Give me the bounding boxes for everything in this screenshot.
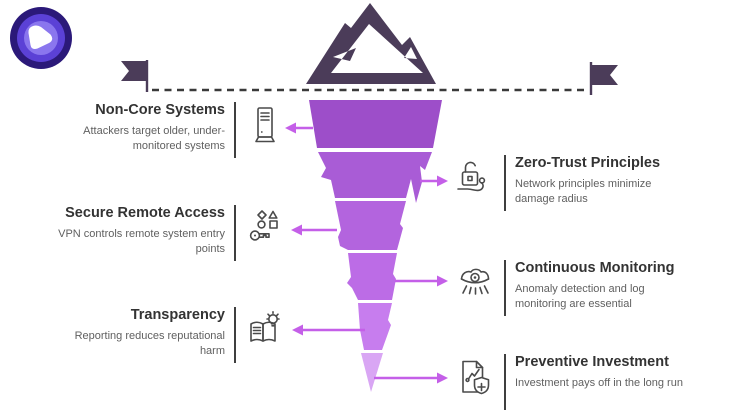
logo-core-shape: [28, 25, 53, 50]
funnel: [309, 100, 442, 392]
funnel-segment-4: [347, 253, 397, 300]
book-bulb-icon: [245, 310, 285, 348]
item-non-core-systems: Non-Core Systems Attackers target older,…: [55, 102, 285, 158]
divider: [234, 102, 236, 158]
item-text: Preventive Investment Investment pays of…: [515, 354, 715, 391]
item-description: Reporting reduces reputational harm: [74, 330, 225, 358]
connector-arrows: [285, 122, 448, 384]
item-text: Zero-Trust Principles Network principles…: [515, 155, 675, 207]
funnel-segment-6: [361, 353, 383, 392]
investment-shield-icon: [455, 357, 495, 397]
lock-network-icon: [455, 158, 495, 196]
arrow-right-3: [374, 372, 448, 384]
item-text: Transparency Reporting reduces reputatio…: [55, 307, 225, 359]
arrow-left-2: [291, 224, 337, 236]
item-title: Secure Remote Access: [65, 205, 225, 221]
item-description: Investment pays off in the long run: [515, 377, 683, 390]
item-title: Transparency: [130, 307, 225, 323]
item-description: Anomaly detection and log monitoring are…: [515, 283, 645, 311]
item-continuous-monitoring: Continuous Monitoring Anomaly detection …: [455, 260, 675, 316]
item-text: Continuous Monitoring Anomaly detection …: [515, 260, 675, 312]
item-description: Attackers target older, under-monitored …: [83, 125, 225, 153]
funnel-segment-3: [335, 201, 406, 250]
item-transparency: Transparency Reporting reduces reputatio…: [55, 307, 285, 363]
brand-logo: [10, 7, 72, 69]
arrow-left-3: [292, 324, 365, 336]
item-text: Secure Remote Access VPN controls remote…: [55, 205, 225, 257]
funnel-segment-2: [318, 152, 432, 203]
divider: [504, 155, 506, 211]
flag-right-icon: [589, 62, 618, 95]
funnel-segment-5: [358, 303, 392, 350]
item-title: Non-Core Systems: [95, 102, 225, 118]
server-icon: [245, 105, 285, 147]
arrow-right-2: [395, 275, 448, 287]
item-title: Continuous Monitoring: [515, 260, 675, 276]
item-description: Network principles minimize damage radiu…: [515, 178, 652, 206]
item-zero-trust-principles: Zero-Trust Principles Network principles…: [455, 155, 675, 211]
arrow-left-1: [285, 122, 313, 134]
arrow-right-1: [420, 175, 448, 187]
monitoring-eye-icon: [455, 263, 495, 301]
divider: [504, 354, 506, 410]
item-text: Non-Core Systems Attackers target older,…: [55, 102, 225, 154]
item-preventive-investment: Preventive Investment Investment pays of…: [455, 354, 715, 410]
item-secure-remote-access: Secure Remote Access VPN controls remote…: [55, 205, 285, 261]
funnel-segment-1: [309, 100, 442, 148]
divider: [234, 205, 236, 261]
item-description: VPN controls remote system entry points: [58, 228, 225, 256]
key-shapes-icon: [245, 208, 285, 244]
flag-left-icon: [121, 60, 149, 92]
mountain-icon: [306, 3, 436, 84]
divider: [234, 307, 236, 363]
item-title: Preventive Investment: [515, 354, 669, 370]
item-title: Zero-Trust Principles: [515, 155, 661, 171]
divider: [504, 260, 506, 316]
